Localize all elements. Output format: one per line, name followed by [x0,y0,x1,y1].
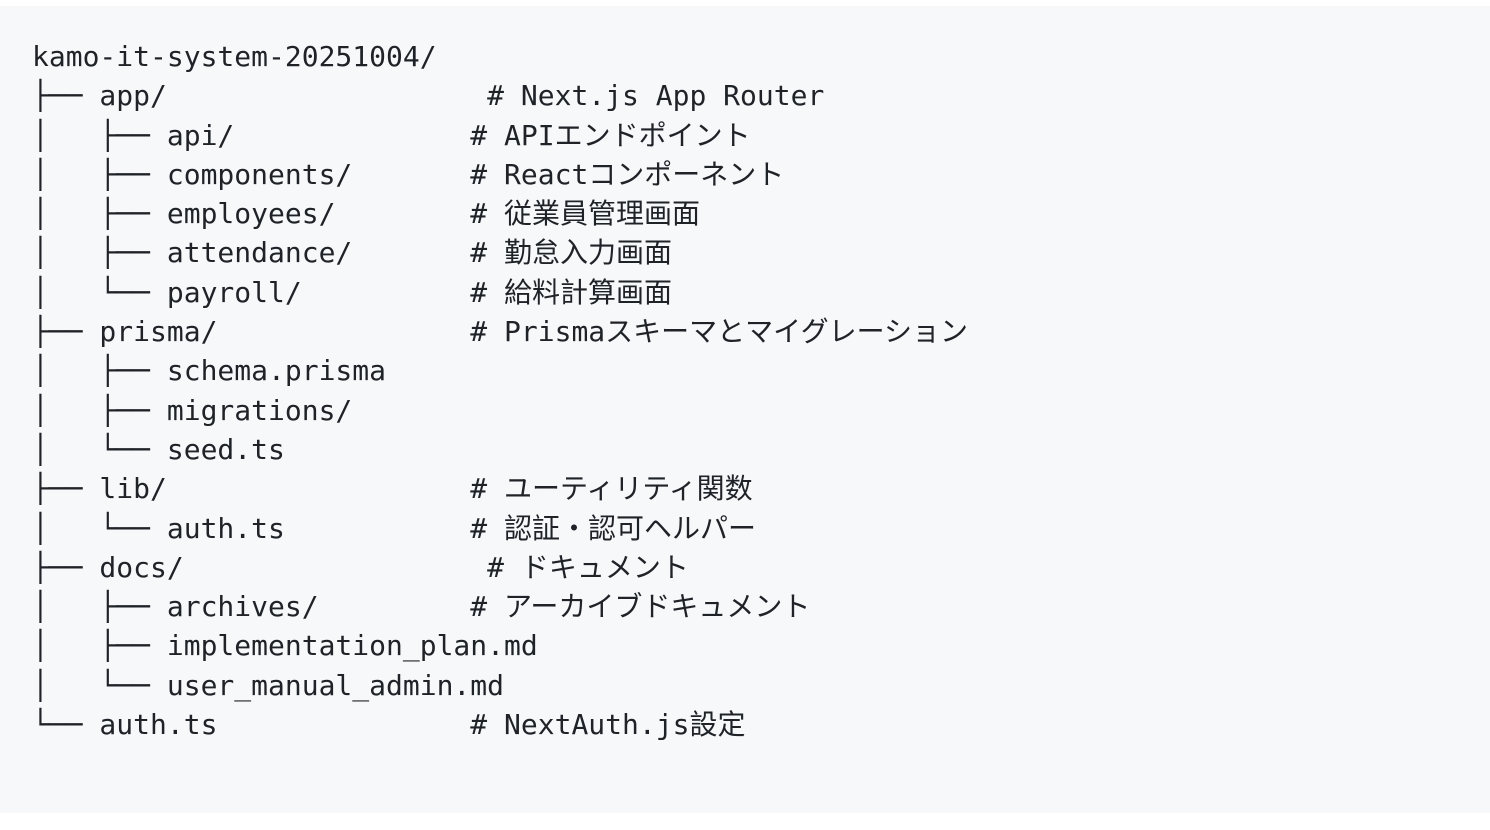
tree-line: kamo-it-system-20251004/ [32,40,437,73]
tree-line: ├── app/ # Next.js App Router [32,79,825,113]
file-tree-code-block: kamo-it-system-20251004/ ├── app/ # Next.… [0,6,1490,813]
tree-line: │ ├── employees/ # 従業員管理画面 [32,197,701,231]
tree-line: │ └── payroll/ # 給料計算画面 [32,275,673,309]
tree-line: │ ├── schema.prisma [32,354,387,388]
tree-line: │ ├── attendance/ # 勤怠入力画面 [32,236,673,270]
tree-line: │ ├── archives/ # アーカイブドキュメント [32,590,811,624]
tree-line: │ ├── migrations/ [32,393,353,427]
tree-line: │ └── seed.ts [32,432,285,466]
tree-line: │ └── auth.ts # 認証・認可ヘルパー [32,511,757,545]
file-tree: kamo-it-system-20251004/ ├── app/ # Next.… [32,37,1458,744]
tree-line: ├── docs/ # ドキュメント [32,550,689,584]
tree-line: │ ├── api/ # APIエンドポイント [32,118,751,152]
tree-line: ├── lib/ # ユーティリティ関数 [32,472,753,506]
tree-line: ├── prisma/ # Prismaスキーマとマイグレーション [32,315,969,349]
tree-line: │ ├── components/ # Reactコンポーネント [32,157,785,191]
tree-line: └── auth.ts # NextAuth.js設定 [32,708,746,742]
tree-line: │ └── user_manual_admin.md [32,668,505,702]
tree-line: │ ├── implementation_plan.md [32,629,538,663]
